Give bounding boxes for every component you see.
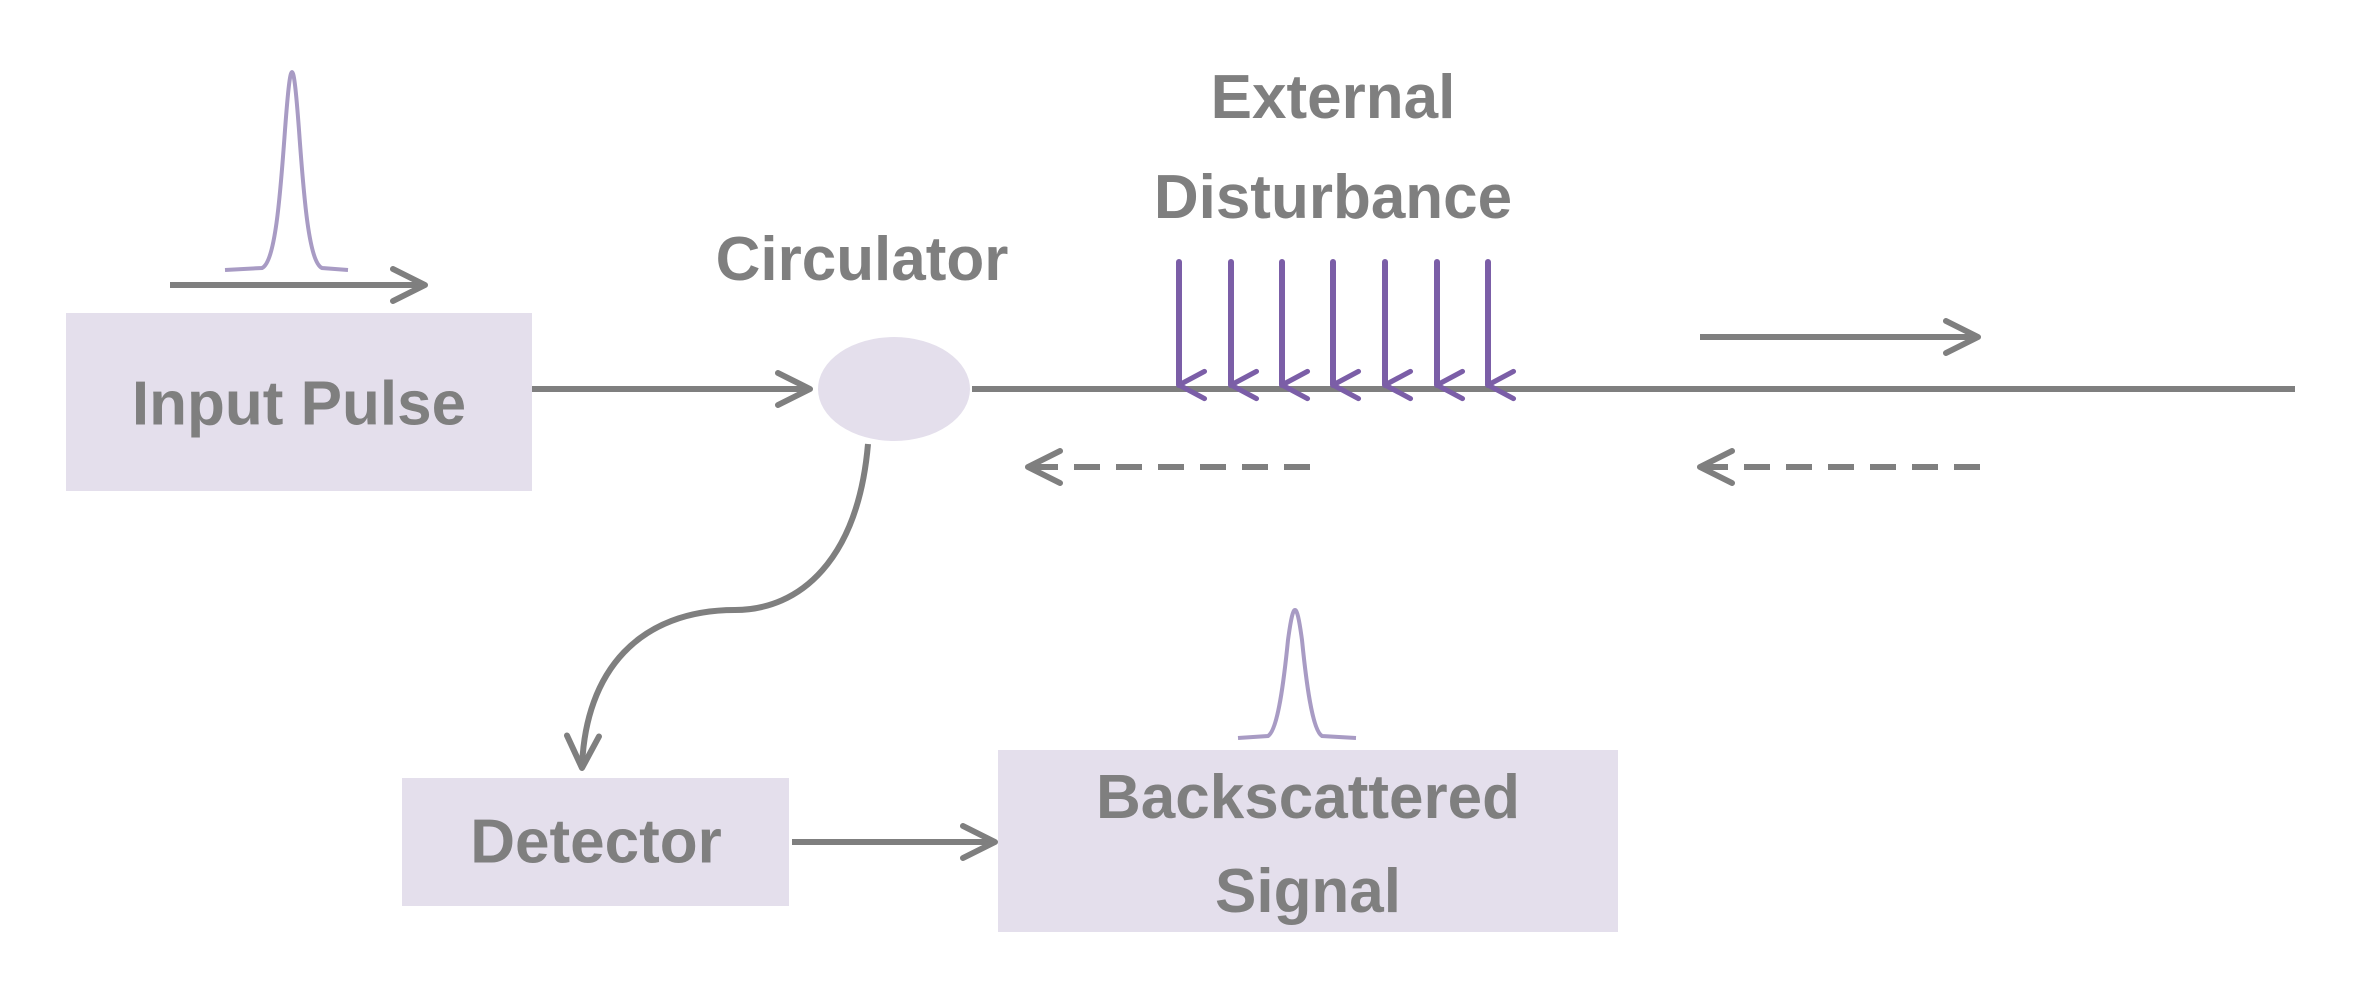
external-disturbance-label-line1: External: [1211, 63, 1456, 132]
input-pulse-waveform: [224, 69, 349, 272]
external-disturbance-label-line2: Disturbance: [1154, 163, 1512, 232]
circulator-label: Circulator: [716, 225, 1009, 294]
backscattered-signal-label-line2: Signal: [1215, 857, 1401, 926]
input-pulse-label: Input Pulse: [132, 369, 466, 438]
circulator-to-detector-path: [564, 443, 871, 771]
gaussian-pulse-icon: [1237, 607, 1357, 740]
detector-box: Detector: [402, 778, 789, 906]
detector-label: Detector: [470, 807, 722, 876]
input-pulse-box: Input Pulse: [66, 313, 532, 491]
backscattered-signal-label-line1: Backscattered: [1096, 763, 1520, 832]
backscattered-signal-box: Backscattered Signal: [998, 750, 1618, 932]
gaussian-pulse-icon: [224, 69, 349, 272]
circulator-node: [818, 337, 970, 441]
disturbance-arrows: [1176, 259, 1517, 402]
